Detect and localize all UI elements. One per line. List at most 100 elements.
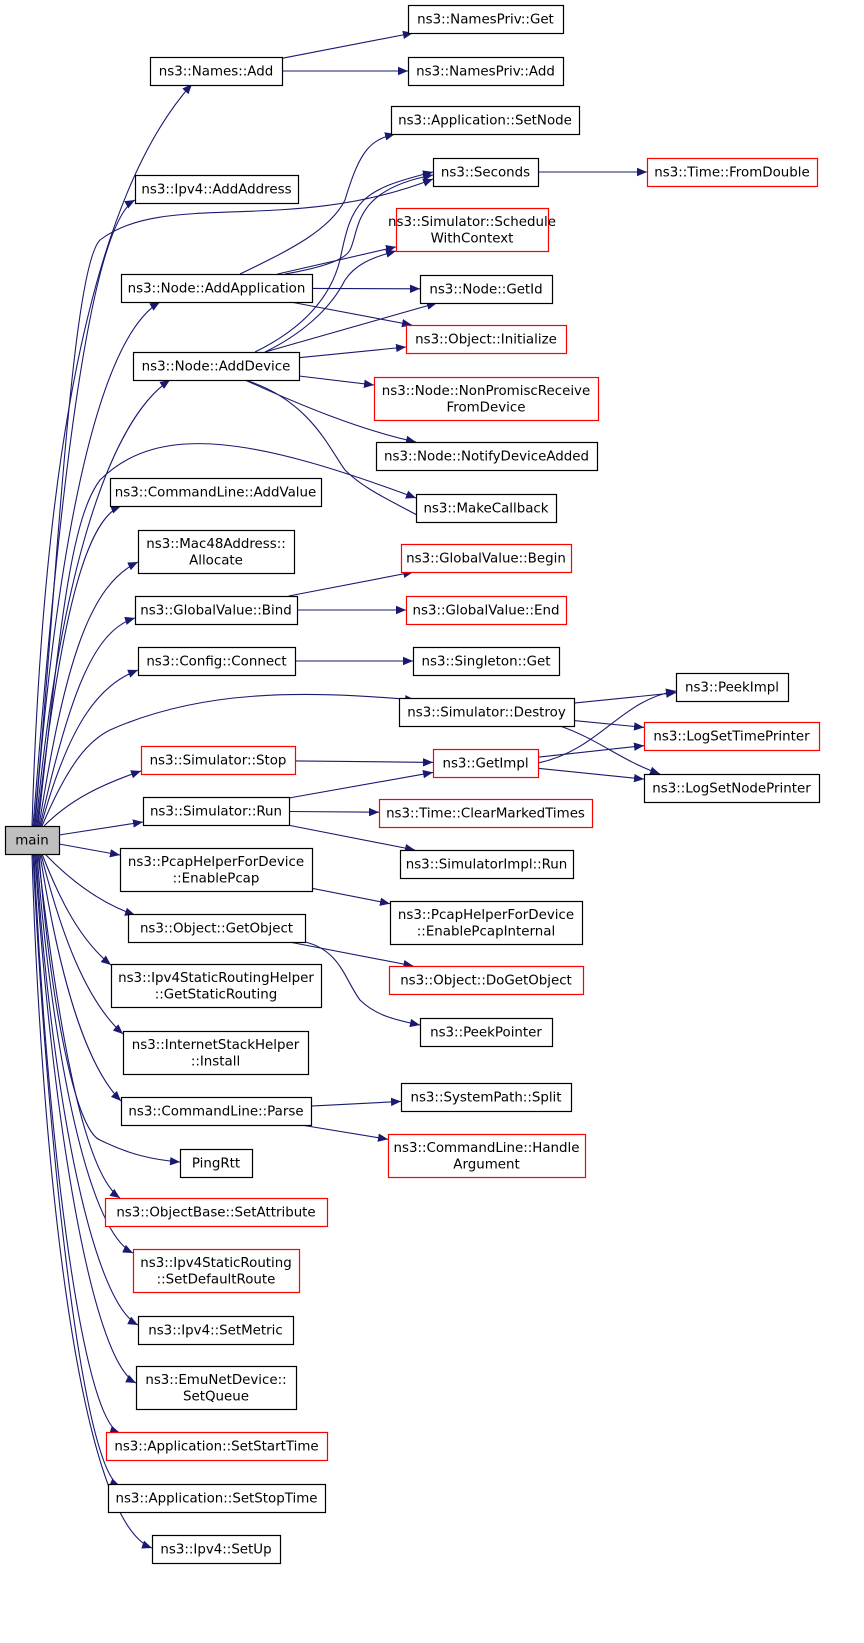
node-singleton_get[interactable]: ns3::Singleton::Get bbox=[412, 646, 561, 677]
edge-sim_destroy-to-logsettimeprinter bbox=[573, 720, 645, 731]
node-label: FromDevice bbox=[447, 400, 526, 415]
node-simimpl_run[interactable]: ns3::SimulatorImpl::Run bbox=[399, 849, 575, 880]
node-box bbox=[137, 1315, 295, 1346]
node-logsettimeprinter[interactable]: ns3::LogSetTimePrinter bbox=[643, 721, 821, 752]
node-time_fromdouble[interactable]: ns3::Time::FromDouble bbox=[646, 157, 819, 188]
node-main[interactable]: main bbox=[4, 825, 61, 856]
node-app_setstoptime[interactable]: ns3::Application::SetStopTime bbox=[107, 1483, 327, 1514]
node-peekpointer[interactable]: ns3::PeekPointer bbox=[419, 1017, 554, 1048]
node-getimpl[interactable]: ns3::GetImpl bbox=[432, 748, 540, 779]
node-box bbox=[375, 441, 599, 472]
node-box bbox=[135, 1365, 298, 1411]
node-box bbox=[388, 965, 585, 996]
node-globalvalue_end[interactable]: ns3::GlobalValue::End bbox=[405, 595, 568, 626]
edge-node_addapplication-to-seconds bbox=[284, 172, 434, 275]
node-ipv4staticrouting_setdefaultroute[interactable]: ns3::Ipv4StaticRouting::SetDefaultRoute bbox=[132, 1248, 301, 1294]
node-ipv4static_getstaticrouting[interactable]: ns3::Ipv4StaticRoutingHelper::GetStaticR… bbox=[110, 963, 323, 1009]
node-globalvalue_bind[interactable]: ns3::GlobalValue::Bind bbox=[134, 595, 299, 626]
node-systempath_split[interactable]: ns3::SystemPath::Split bbox=[400, 1082, 573, 1113]
node-box bbox=[151, 1534, 282, 1565]
node-pcap_enablepcapinternal[interactable]: ns3::PcapHelperForDevice::EnablePcapInte… bbox=[389, 900, 584, 946]
node-object_initialize[interactable]: ns3::Object::Initialize bbox=[405, 324, 568, 355]
node-sim_destroy[interactable]: ns3::Simulator::Destroy bbox=[398, 697, 576, 728]
edge-main-to-ipv4staticrouting_setdefaultroute bbox=[36, 853, 134, 1254]
node-peekimpl[interactable]: ns3::PeekImpl bbox=[675, 672, 790, 703]
node-app_setnode[interactable]: ns3::Application::SetNode bbox=[390, 105, 581, 136]
node-label: PingRtt bbox=[192, 1157, 240, 1172]
node-time_clearmarkedtimes[interactable]: ns3::Time::ClearMarkedTimes bbox=[378, 798, 594, 829]
node-box bbox=[149, 56, 284, 87]
node-box bbox=[405, 595, 568, 626]
edge-names_add-to-namespriv_get bbox=[281, 30, 414, 59]
node-box bbox=[675, 672, 790, 703]
node-mac48_allocate[interactable]: ns3::Mac48Address::Allocate bbox=[137, 529, 296, 575]
node-logsetnodeprinter[interactable]: ns3::LogSetNodePrinter bbox=[643, 773, 821, 804]
node-box bbox=[387, 1133, 587, 1179]
node-box bbox=[110, 963, 323, 1009]
node-label: ns3::Names::Add bbox=[159, 65, 273, 80]
node-ipv4_setup[interactable]: ns3::Ipv4::SetUp bbox=[151, 1534, 282, 1565]
node-app_setstarttime[interactable]: ns3::Application::SetStartTime bbox=[105, 1431, 329, 1462]
node-emunetdevice_setqueue[interactable]: ns3::EmuNetDevice::SetQueue bbox=[135, 1365, 298, 1411]
edge-main-to-emunetdevice_setqueue bbox=[34, 853, 137, 1384]
edge-getimpl-to-logsettimeprinter bbox=[537, 742, 645, 758]
node-internetstack_install[interactable]: ns3::InternetStackHelper::Install bbox=[122, 1030, 310, 1076]
node-pingrtt[interactable]: PingRtt bbox=[179, 1148, 254, 1179]
edge-object_getobject-to-object_dogetobject bbox=[288, 941, 414, 969]
node-seconds[interactable]: ns3::Seconds bbox=[432, 157, 540, 188]
node-label: ns3::GetImpl bbox=[442, 757, 528, 772]
node-ipv4_addaddress[interactable]: ns3::Ipv4::AddAddress bbox=[134, 174, 300, 205]
node-box bbox=[390, 105, 581, 136]
node-object_getobject[interactable]: ns3::Object::GetObject bbox=[127, 913, 307, 944]
node-box bbox=[407, 4, 565, 35]
node-cmdline_parse[interactable]: ns3::CommandLine::Parse bbox=[120, 1096, 313, 1127]
node-namespriv_add[interactable]: ns3::NamesPriv::Add bbox=[407, 56, 565, 87]
edge-main-to-ipv4_setup bbox=[31, 853, 153, 1549]
node-globalvalue_begin[interactable]: ns3::GlobalValue::Begin bbox=[400, 543, 573, 574]
node-objectbase_setattribute[interactable]: ns3::ObjectBase::SetAttribute bbox=[104, 1197, 329, 1228]
node-box bbox=[415, 493, 558, 524]
node-pcap_enablepcap[interactable]: ns3::PcapHelperForDevice::EnablePcap bbox=[119, 847, 314, 893]
node-node_adddevice[interactable]: ns3::Node::AddDevice bbox=[132, 351, 301, 382]
node-box bbox=[132, 1248, 301, 1294]
node-config_connect[interactable]: ns3::Config::Connect bbox=[137, 646, 297, 677]
node-label: ns3::SystemPath::Split bbox=[410, 1091, 561, 1106]
node-sim_stop[interactable]: ns3::Simulator::Stop bbox=[140, 745, 297, 776]
edge-node_addapplication-to-app_setnode bbox=[239, 132, 396, 275]
node-label: ns3::Object::GetObject bbox=[140, 922, 293, 937]
node-sim_run[interactable]: ns3::Simulator::Run bbox=[142, 796, 291, 827]
node-ipv4_setmetric[interactable]: ns3::Ipv4::SetMetric bbox=[137, 1315, 295, 1346]
edge-node_adddevice-to-node_nonpromisc bbox=[298, 375, 375, 388]
edge-main-to-seconds bbox=[33, 178, 434, 827]
edge-sim_run-to-simimpl_run bbox=[287, 824, 416, 853]
edge-main-to-pcap_enablepcap bbox=[58, 843, 121, 858]
node-object_dogetobject[interactable]: ns3::Object::DoGetObject bbox=[388, 965, 585, 996]
node-box bbox=[646, 157, 819, 188]
node-cmdline_addvalue[interactable]: ns3::CommandLine::AddValue bbox=[109, 477, 323, 508]
node-namespriv_get[interactable]: ns3::NamesPriv::Get bbox=[407, 4, 565, 35]
edge-main-to-app_setstoptime bbox=[32, 853, 121, 1487]
node-box bbox=[389, 900, 584, 946]
node-box bbox=[405, 324, 568, 355]
node-makecallback[interactable]: ns3::MakeCallback bbox=[415, 493, 558, 524]
node-label: ns3::Mac48Address:: bbox=[146, 537, 286, 552]
node-box bbox=[400, 1082, 573, 1113]
edge-sim_stop-to-getimpl bbox=[294, 758, 434, 767]
node-label: ns3::Simulator::Run bbox=[150, 805, 282, 820]
node-node_getid[interactable]: ns3::Node::GetId bbox=[419, 274, 554, 305]
node-label: ns3::GlobalValue::Bind bbox=[140, 604, 291, 619]
node-node_addapplication[interactable]: ns3::Node::AddApplication bbox=[120, 273, 314, 304]
edge-getimpl-to-logsetnodeprinter bbox=[537, 767, 645, 783]
node-node_notifydeviceadded[interactable]: ns3::Node::NotifyDeviceAdded bbox=[375, 441, 599, 472]
edge-node_adddevice-to-seconds bbox=[254, 170, 434, 353]
node-box bbox=[104, 1197, 329, 1228]
edge-node_adddevice-to-sim_schedulewithcontext bbox=[264, 249, 397, 353]
edge-main-to-sim_stop bbox=[43, 770, 142, 827]
edge-main-to-mac48_allocate bbox=[38, 561, 139, 827]
nodes-layer: main ns3::Names::Add ns3::NamesPriv::Getns… bbox=[4, 4, 821, 1565]
node-label: ns3::CommandLine::Handle bbox=[394, 1141, 580, 1156]
node-names_add[interactable]: ns3::Names::Add bbox=[149, 56, 284, 87]
